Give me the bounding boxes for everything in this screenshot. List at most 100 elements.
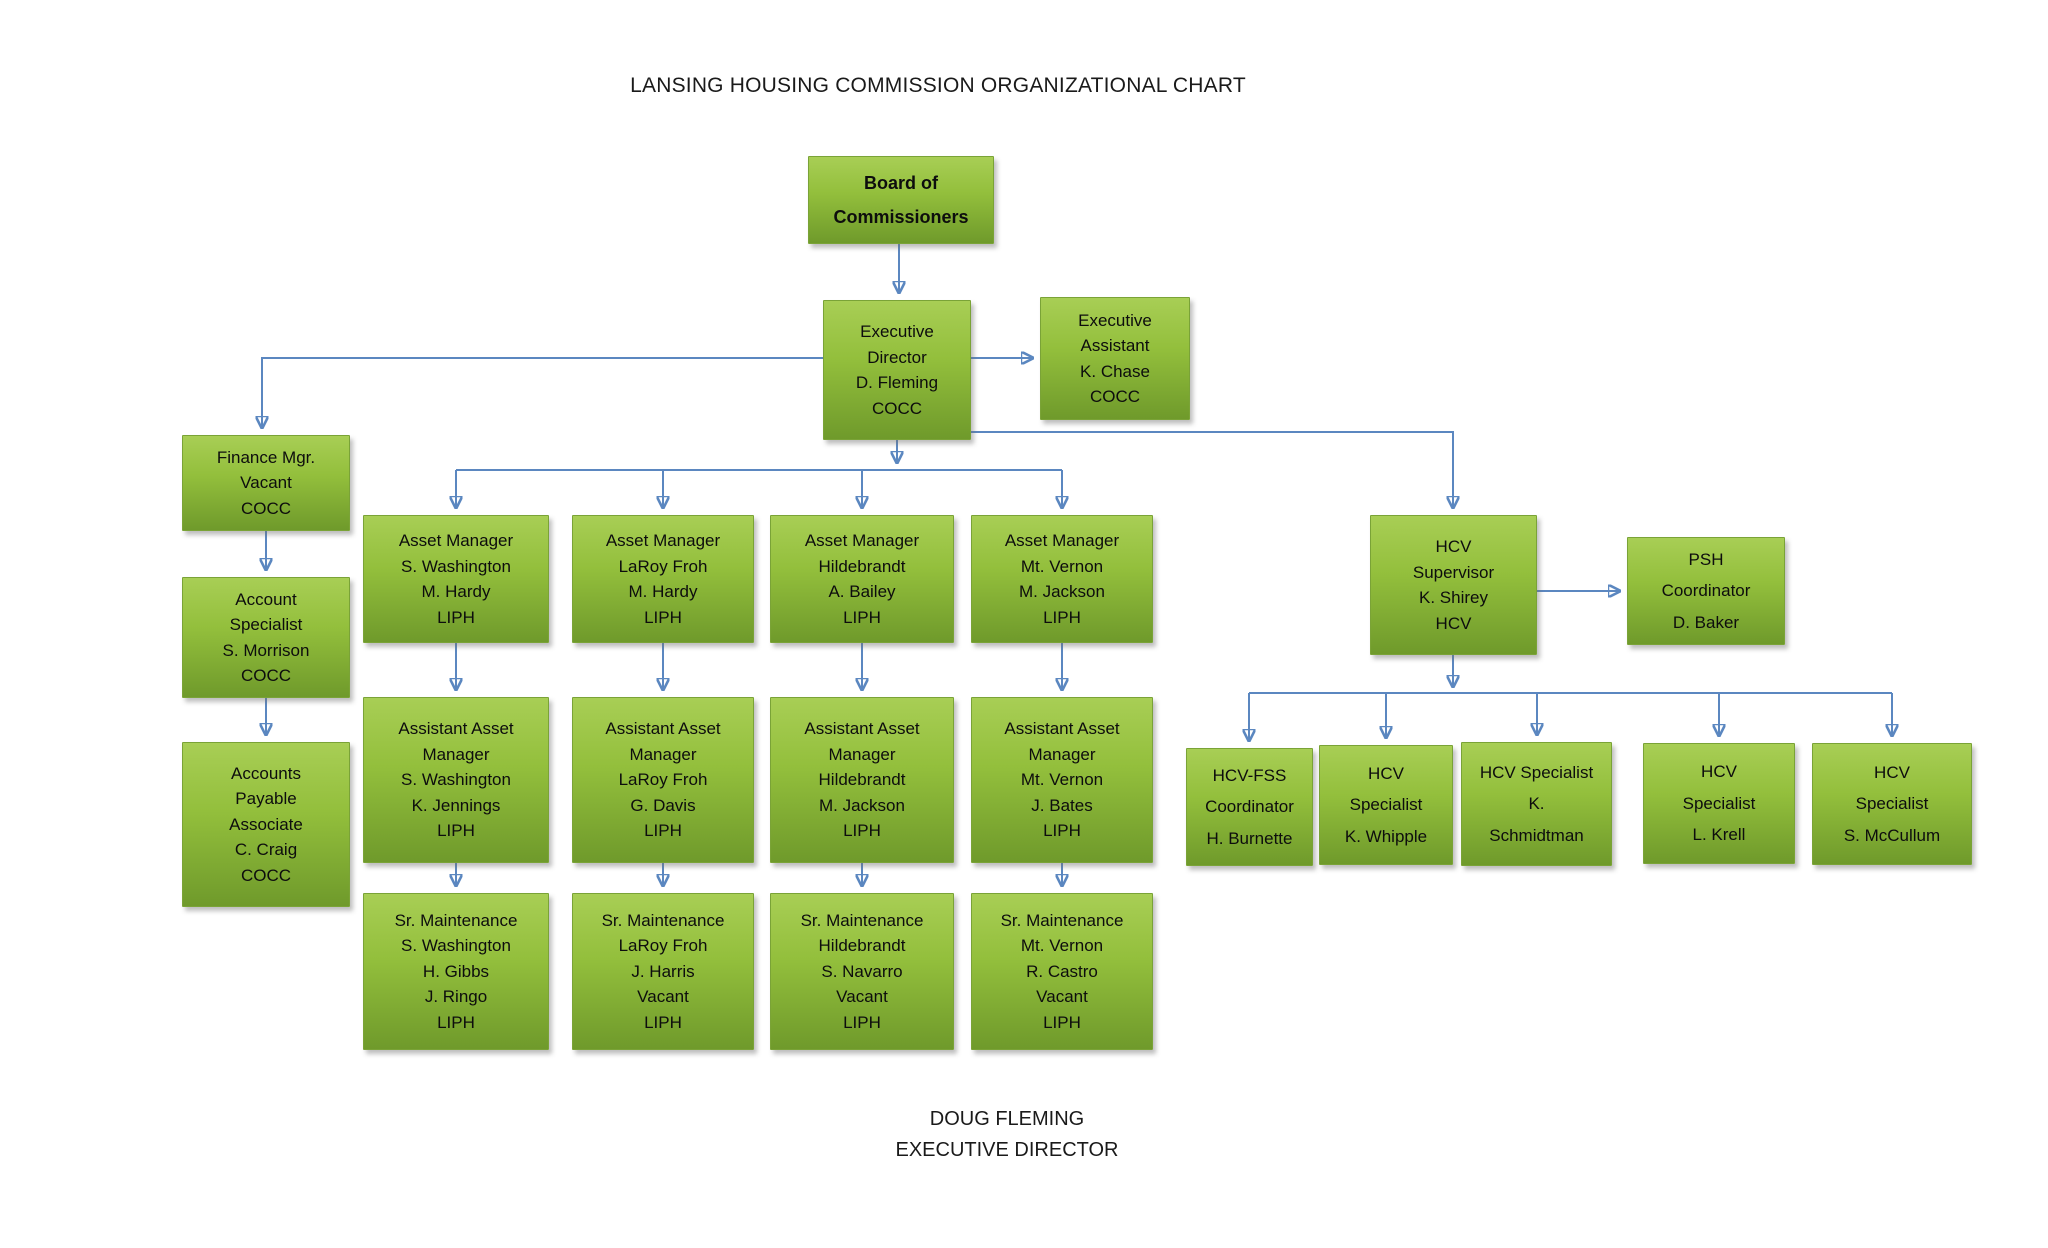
connector-exec-director-to-hcv-supervisor: [971, 431, 1453, 507]
node-text-line: LIPH: [644, 1012, 682, 1032]
node-text-line: HCV: [1435, 613, 1472, 633]
node-text-line: K. Shirey: [1419, 588, 1488, 607]
footer-director-role: EXECUTIVE DIRECTOR: [895, 1139, 1119, 1161]
node-text-line: Accounts: [231, 763, 301, 783]
node-text-line: S. Washington: [401, 556, 511, 576]
node-text-line: Assistant Asset: [398, 719, 514, 739]
node-text-line: Asset Manager: [398, 531, 514, 550]
node-text-line: S. Washington: [401, 770, 511, 790]
node-text-line: L. Krell: [1692, 825, 1746, 845]
node-text-line: LaRoy Froh: [618, 770, 708, 790]
node-text-line: HCV: [1701, 762, 1737, 782]
footer-caption: DOUG FLEMING EXECUTIVE DIRECTOR: [896, 1104, 1119, 1166]
node-text-line: Hildebrandt: [818, 770, 906, 790]
node-text-line: HCV: [1368, 763, 1404, 783]
node-text-line: LIPH: [843, 821, 881, 841]
node-text-line: M. Hardy: [628, 582, 698, 601]
node-text-line: Mt. Vernon: [1020, 770, 1104, 790]
node-text-line: S. Morrison: [222, 640, 310, 660]
node-text-line: Sr. Maintenance: [601, 910, 725, 930]
node-text-line: K. Chase: [1080, 361, 1150, 381]
node-text-line: LIPH: [644, 821, 682, 841]
node-text-line: H. Burnette: [1206, 828, 1293, 848]
node-text-line: Assistant Asset: [1004, 719, 1120, 739]
node-text-line: LaRoy Froh: [618, 556, 708, 576]
node-text-line: M. Hardy: [421, 582, 491, 601]
node-text-line: Manager: [629, 744, 697, 764]
node-text-line: Vacant: [637, 987, 689, 1007]
node-text-line: Hildebrandt: [818, 936, 906, 956]
node-text-line: Asset Manager: [804, 531, 920, 550]
node-text-line: Assistant: [1080, 336, 1150, 355]
node-text-line: Mt. Vernon: [1020, 556, 1104, 576]
node-text-line: Board of: [864, 172, 938, 193]
node-text-line: HCV-FSS: [1212, 765, 1287, 785]
node-text-line: Vacant: [836, 987, 888, 1007]
node-text-line: HCV: [1435, 537, 1472, 556]
node-text-line: R. Castro: [1026, 961, 1098, 981]
node-text-line: LaRoy Froh: [618, 936, 708, 956]
node-text-line: COCC: [240, 865, 292, 885]
node-text-line: A. Bailey: [828, 582, 896, 601]
node-text-line: LIPH: [437, 1012, 475, 1032]
node-text-line: LIPH: [437, 821, 475, 841]
node-text-line: Vacant: [1036, 987, 1088, 1007]
node-text-line: COCC: [240, 666, 292, 685]
node-text-line: G. Davis: [630, 795, 696, 815]
node-text-line: Coordinator: [1661, 581, 1751, 601]
node-text-line: PSH: [1688, 549, 1724, 569]
node-text-line: Assistant Asset: [804, 719, 920, 739]
node-text-line: Sr. Maintenance: [800, 910, 924, 930]
node-text-line: J. Ringo: [424, 987, 488, 1007]
node-text-line: Assistant Asset: [605, 719, 721, 739]
node-text-line: J. Bates: [1031, 795, 1093, 815]
node-text-line: Finance Mgr.: [216, 447, 316, 467]
node-text-line: LIPH: [843, 1012, 881, 1032]
node-text-line: Sr. Maintenance: [394, 910, 518, 930]
node-text-line: Payable: [235, 789, 297, 809]
node-text-line: D. Baker: [1672, 612, 1740, 632]
node-text-line: Hildebrandt: [818, 556, 906, 576]
org-node-psh-coordinator: PSH Coordinator D. Baker: [1627, 537, 1785, 645]
node-text-line: COCC: [1089, 387, 1141, 406]
node-text-line: HCV: [1874, 762, 1910, 782]
node-text-line: Director: [867, 347, 927, 367]
node-text-line: Associate: [229, 814, 303, 834]
node-text-line: K. Jennings: [411, 795, 501, 815]
node-text-line: Specialist: [1349, 795, 1423, 815]
org-node-hcv-specialist-k-whipple: HCV Specialist K. Whipple: [1319, 745, 1453, 865]
node-text-line: K. Whipple: [1344, 826, 1428, 846]
node-text-line: Manager: [1028, 744, 1096, 764]
node-text-line: H. Gibbs: [422, 961, 490, 981]
connector-exec-director-to-finance-mgr: [262, 357, 823, 427]
node-text-line: Schmidtman: [1489, 825, 1584, 845]
node-text-line: Vacant: [240, 473, 292, 493]
node-text-line: Manager: [828, 744, 896, 764]
node-text-line: LIPH: [843, 607, 881, 627]
node-text-line: Mt. Vernon: [1020, 936, 1104, 956]
node-text-line: Asset Manager: [1004, 531, 1120, 550]
node-text-line: D. Fleming: [855, 373, 939, 392]
node-text-line: LIPH: [1043, 1012, 1081, 1032]
node-text-line: M. Jackson: [819, 795, 905, 815]
node-text-line: Asset Manager: [605, 531, 721, 550]
node-text-line: M. Jackson: [1019, 582, 1105, 601]
node-text-line: Executive: [1078, 310, 1152, 330]
